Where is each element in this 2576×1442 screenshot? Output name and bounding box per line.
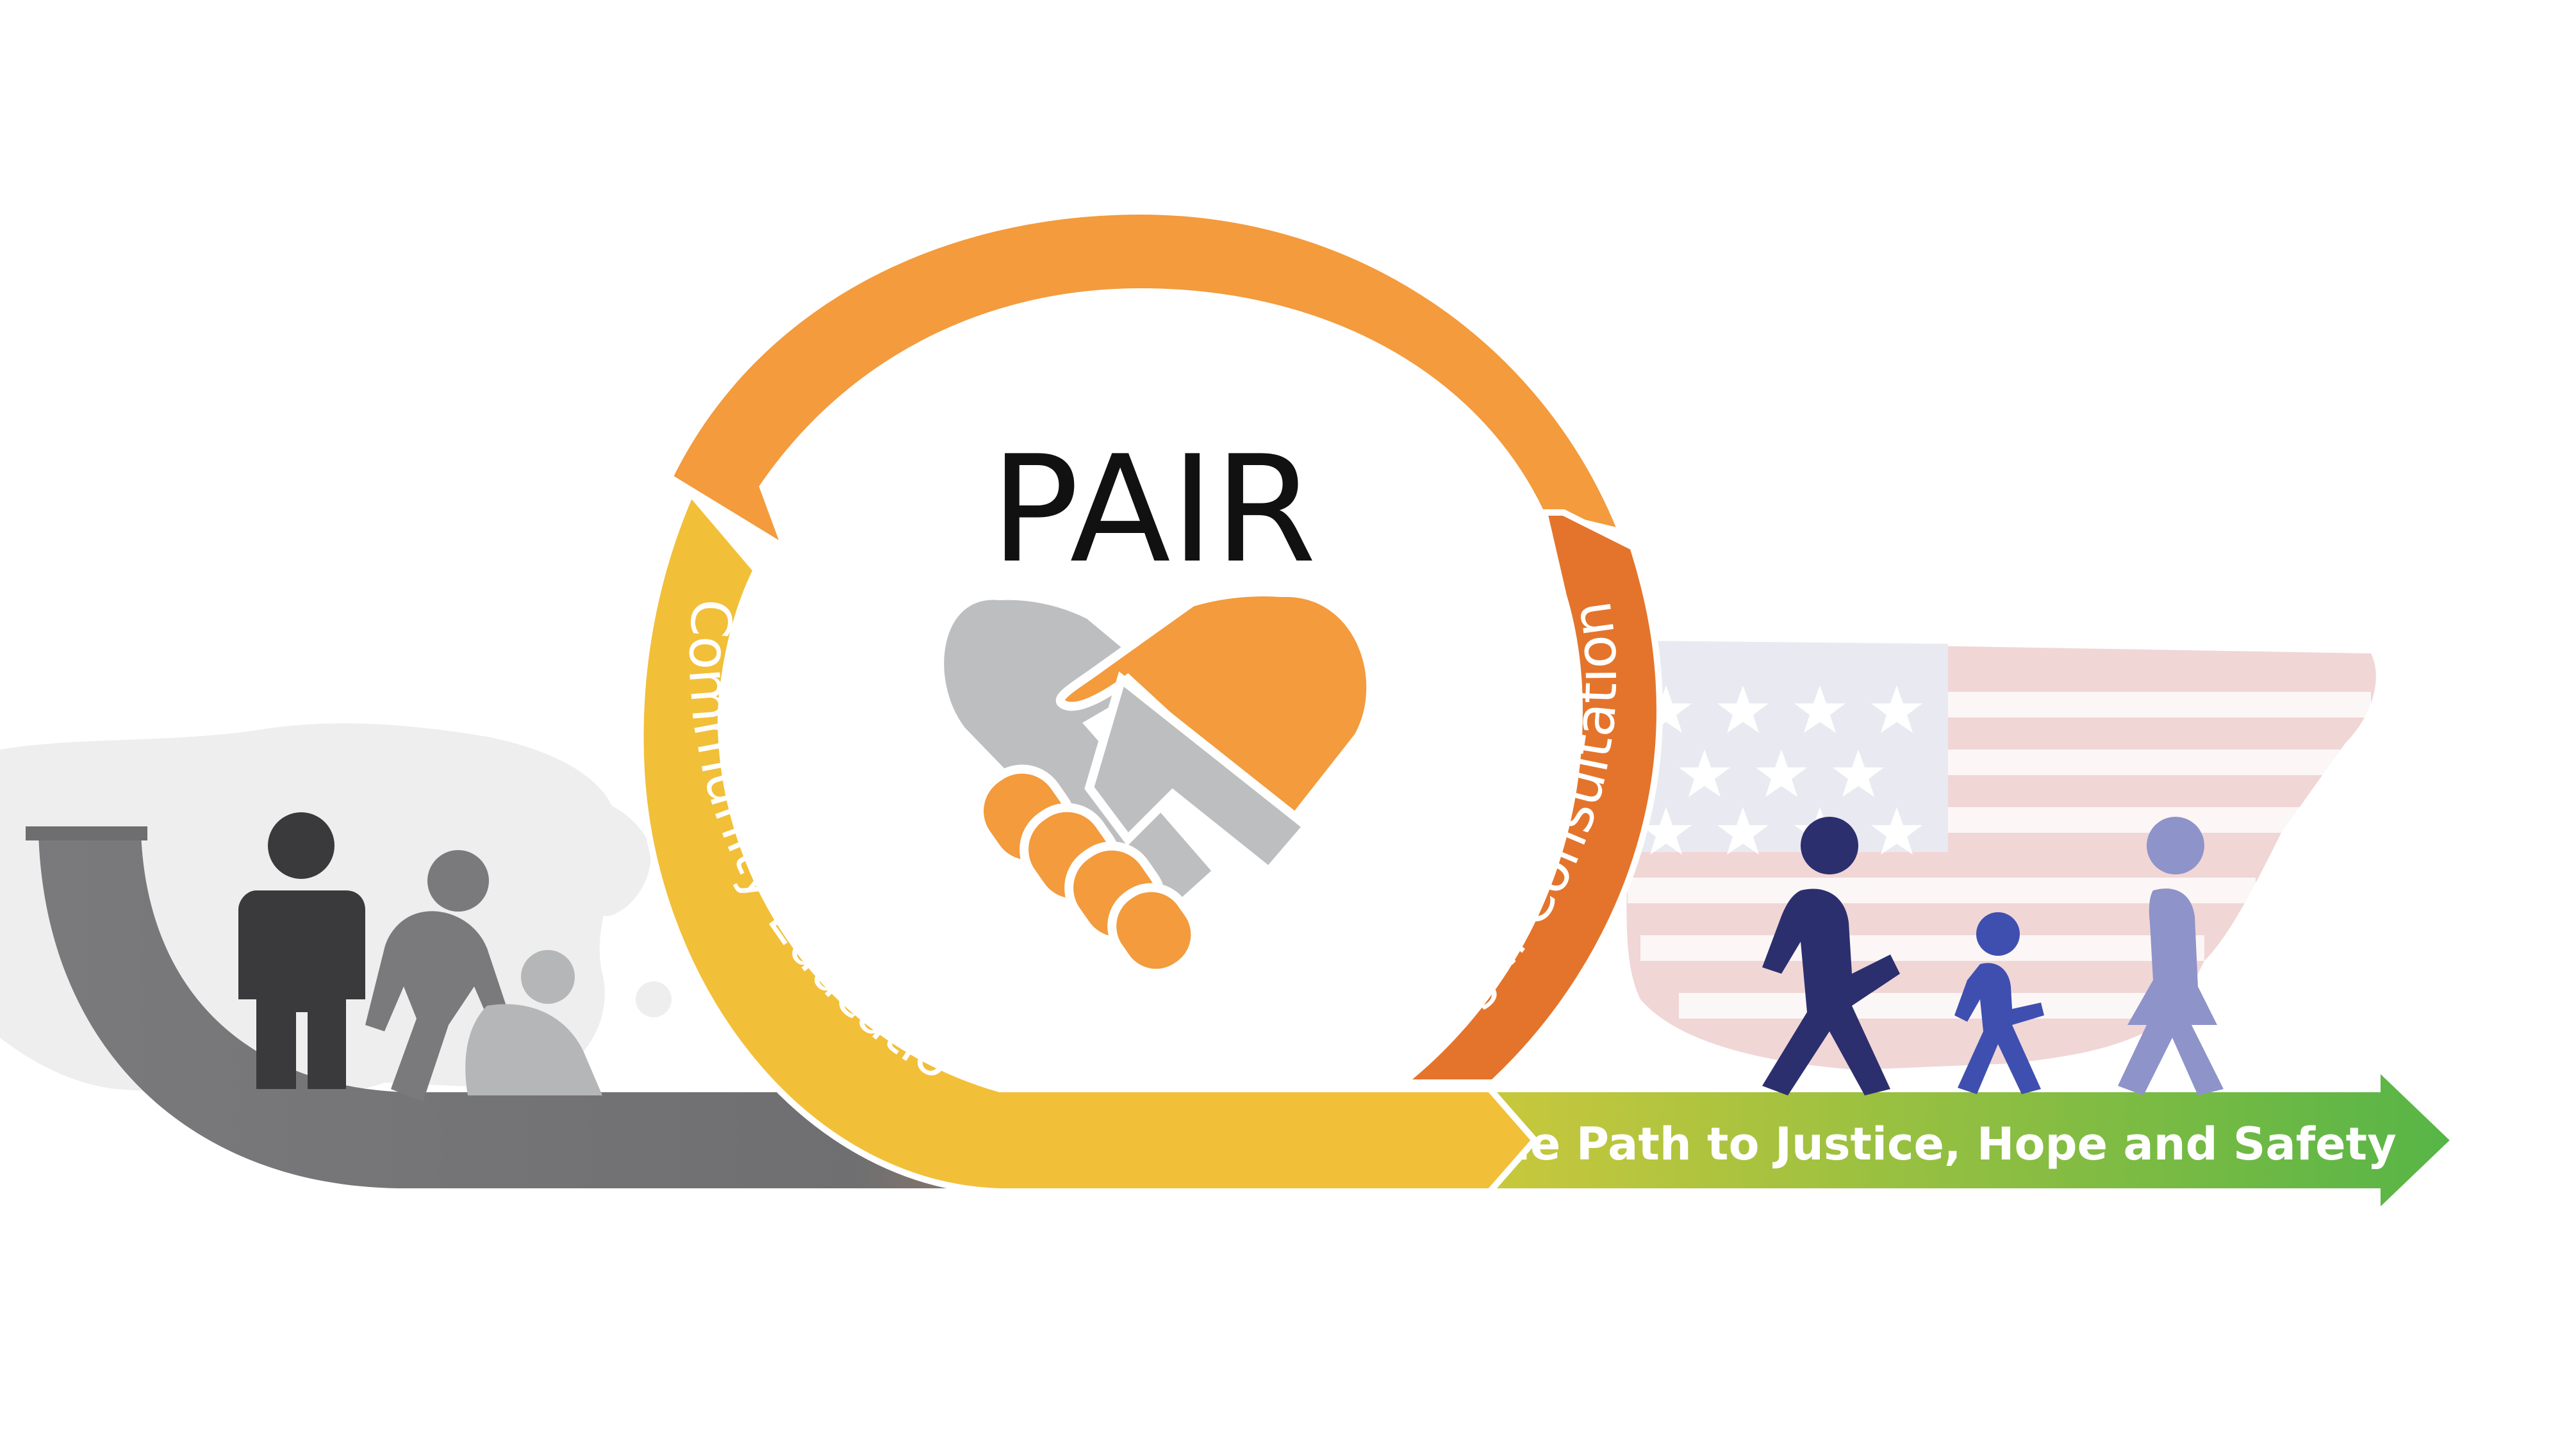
pro-bono-arc <box>665 208 1627 555</box>
standing-person-icon <box>238 812 365 1089</box>
community-education-arc <box>637 487 1539 1195</box>
legal-consultation-arc <box>1394 509 1664 1086</box>
justice-path-arrow: The Path to Justice, Hope and Safety <box>1467 1059 2459 1222</box>
walking-woman-icon <box>2118 817 2224 1095</box>
hunched-person-icon <box>365 850 513 1102</box>
path-label: The Path to Justice, Hope and Safety <box>1467 1118 2396 1170</box>
page-title: PAIR <box>991 425 1317 596</box>
sitting-person-icon <box>465 950 602 1095</box>
handshake-heart-icon <box>935 587 1376 978</box>
walking-people-icon <box>1762 817 2224 1095</box>
struggling-people-icon <box>238 812 602 1102</box>
walking-child-icon <box>1954 912 2044 1094</box>
walking-man-icon <box>1762 817 1900 1095</box>
